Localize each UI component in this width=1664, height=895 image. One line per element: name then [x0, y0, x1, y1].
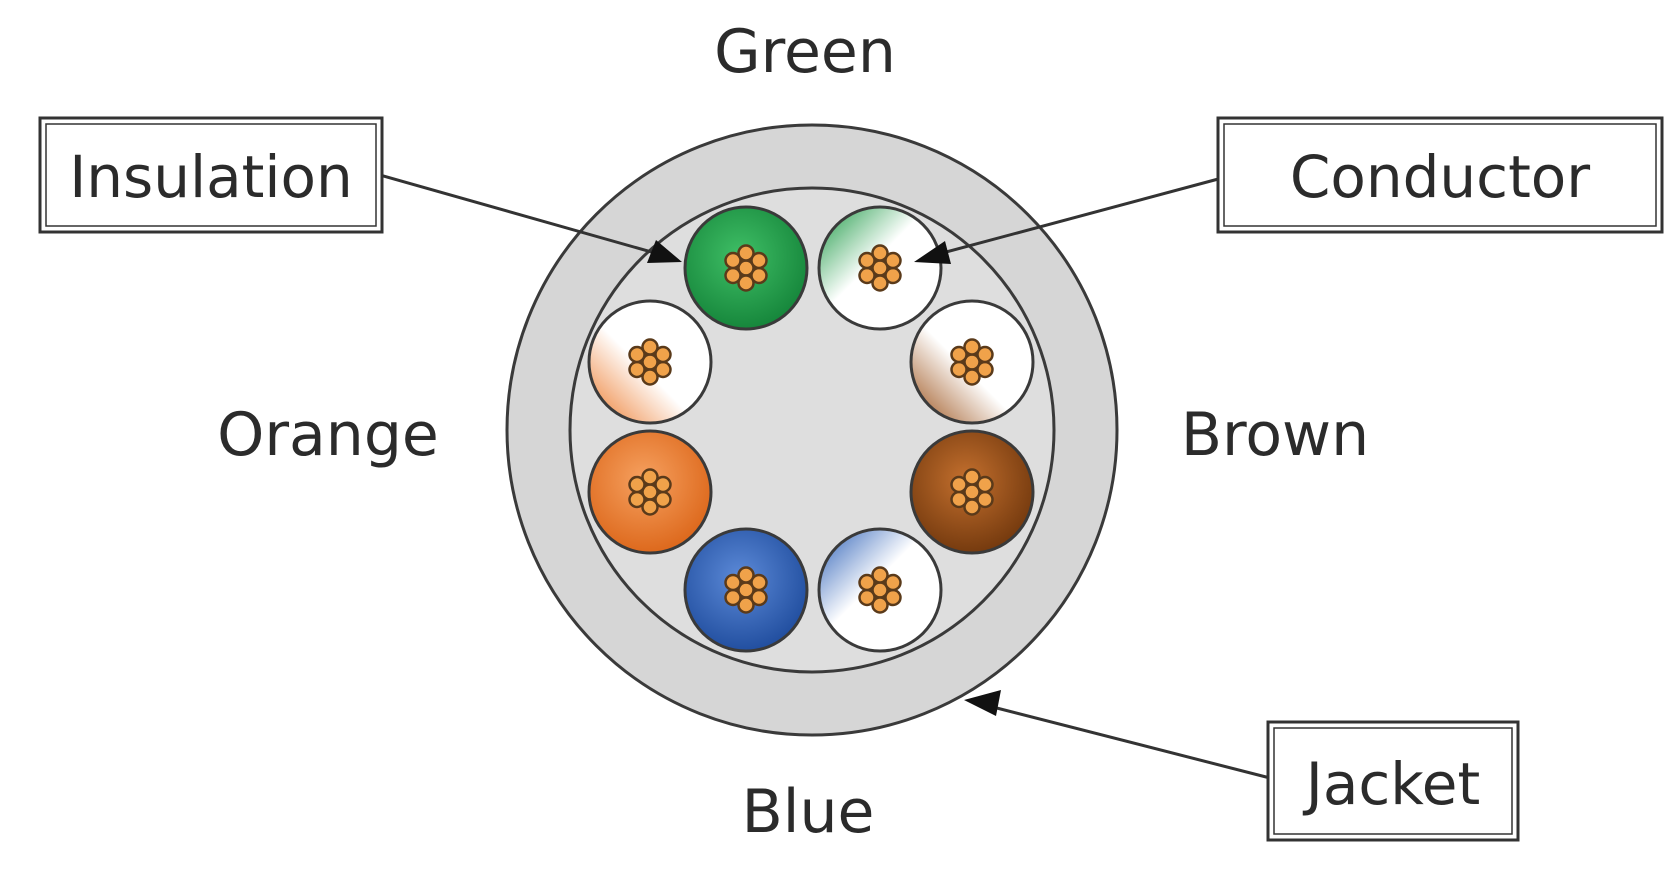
- conductor-strand: [884, 251, 902, 270]
- jacket-box-inner: [1273, 727, 1513, 835]
- conductor-strand: [976, 345, 994, 364]
- jacket-leader-line: [984, 703, 1271, 780]
- conductor-box: [1216, 116, 1664, 234]
- wire-orange: [587, 429, 713, 555]
- conductor-strand: [737, 566, 755, 584]
- conductor-strand: [750, 251, 768, 270]
- conductor-strand: [976, 475, 994, 494]
- conductor-strand: [654, 475, 672, 494]
- conductor-strand: [737, 244, 755, 262]
- wire-blue: [683, 527, 809, 653]
- conductor-strand: [871, 274, 889, 292]
- insulation-arrowhead: [647, 240, 682, 263]
- conductor-strand: [858, 588, 876, 607]
- wire-brown-white: [909, 299, 1035, 425]
- insulation-callout: Insulation: [38, 116, 682, 263]
- conductor-strand: [628, 475, 646, 494]
- label-orange: Orange: [217, 400, 439, 470]
- label-brown: Brown: [1181, 400, 1369, 470]
- conductor-strand: [963, 498, 981, 516]
- conductor-strand: [724, 573, 742, 592]
- insulation-box-inner: [45, 123, 377, 227]
- conductor-strand: [628, 490, 646, 509]
- conductor-strand: [963, 338, 981, 356]
- wire-green-white: [817, 205, 943, 331]
- conductor-strand: [641, 368, 659, 386]
- conductor-strand: [871, 596, 889, 614]
- conductor-strand: [950, 475, 968, 494]
- insulation-label: Insulation: [69, 143, 353, 211]
- conductor-strand: [654, 345, 672, 364]
- conductor-strand: [641, 468, 659, 486]
- wire-orange-white: [587, 299, 713, 425]
- conductor-strand: [884, 573, 902, 592]
- conductor-strand: [641, 338, 659, 356]
- conductor-strand: [871, 566, 889, 584]
- conductor-strand: [628, 360, 646, 379]
- conductor-strand: [724, 251, 742, 270]
- conductor-strand: [858, 573, 876, 592]
- conductor-strand: [750, 573, 768, 592]
- conductor-strand: [628, 345, 646, 364]
- conductor-strand: [737, 274, 755, 292]
- conductor-strand: [950, 345, 968, 364]
- conductor-strand: [641, 498, 659, 516]
- conductor-strand: [724, 266, 742, 285]
- core-circle: [568, 186, 1056, 674]
- jacket-arrowhead: [964, 690, 1001, 716]
- jacket-callout: Jacket: [964, 690, 1520, 842]
- conductor-strand: [858, 251, 876, 270]
- conductor-strand: [963, 368, 981, 386]
- label-blue: Blue: [742, 777, 875, 847]
- conductor-strand: [737, 596, 755, 614]
- wire-green: [683, 205, 809, 331]
- conductor-box-inner: [1223, 123, 1657, 227]
- conductor-strand: [950, 490, 968, 509]
- conductor-strand: [950, 360, 968, 379]
- conductor-label: Conductor: [1290, 143, 1590, 211]
- conductor-strand: [871, 244, 889, 262]
- conductor-strand: [858, 266, 876, 285]
- insulation-leader-line: [379, 173, 663, 257]
- insulation-box: [38, 116, 384, 234]
- conductor-leader-line: [934, 176, 1223, 257]
- conductor-strand: [963, 468, 981, 486]
- wire-brown: [909, 429, 1035, 555]
- wire-group: [587, 205, 1035, 653]
- conductor-strand: [724, 588, 742, 607]
- jacket-label: Jacket: [1303, 750, 1480, 818]
- label-green: Green: [714, 17, 896, 87]
- jacket-box: [1266, 720, 1520, 842]
- wire-blue-white: [817, 527, 943, 653]
- conductor-callout: Conductor: [914, 116, 1664, 264]
- conductor-arrowhead: [914, 241, 951, 264]
